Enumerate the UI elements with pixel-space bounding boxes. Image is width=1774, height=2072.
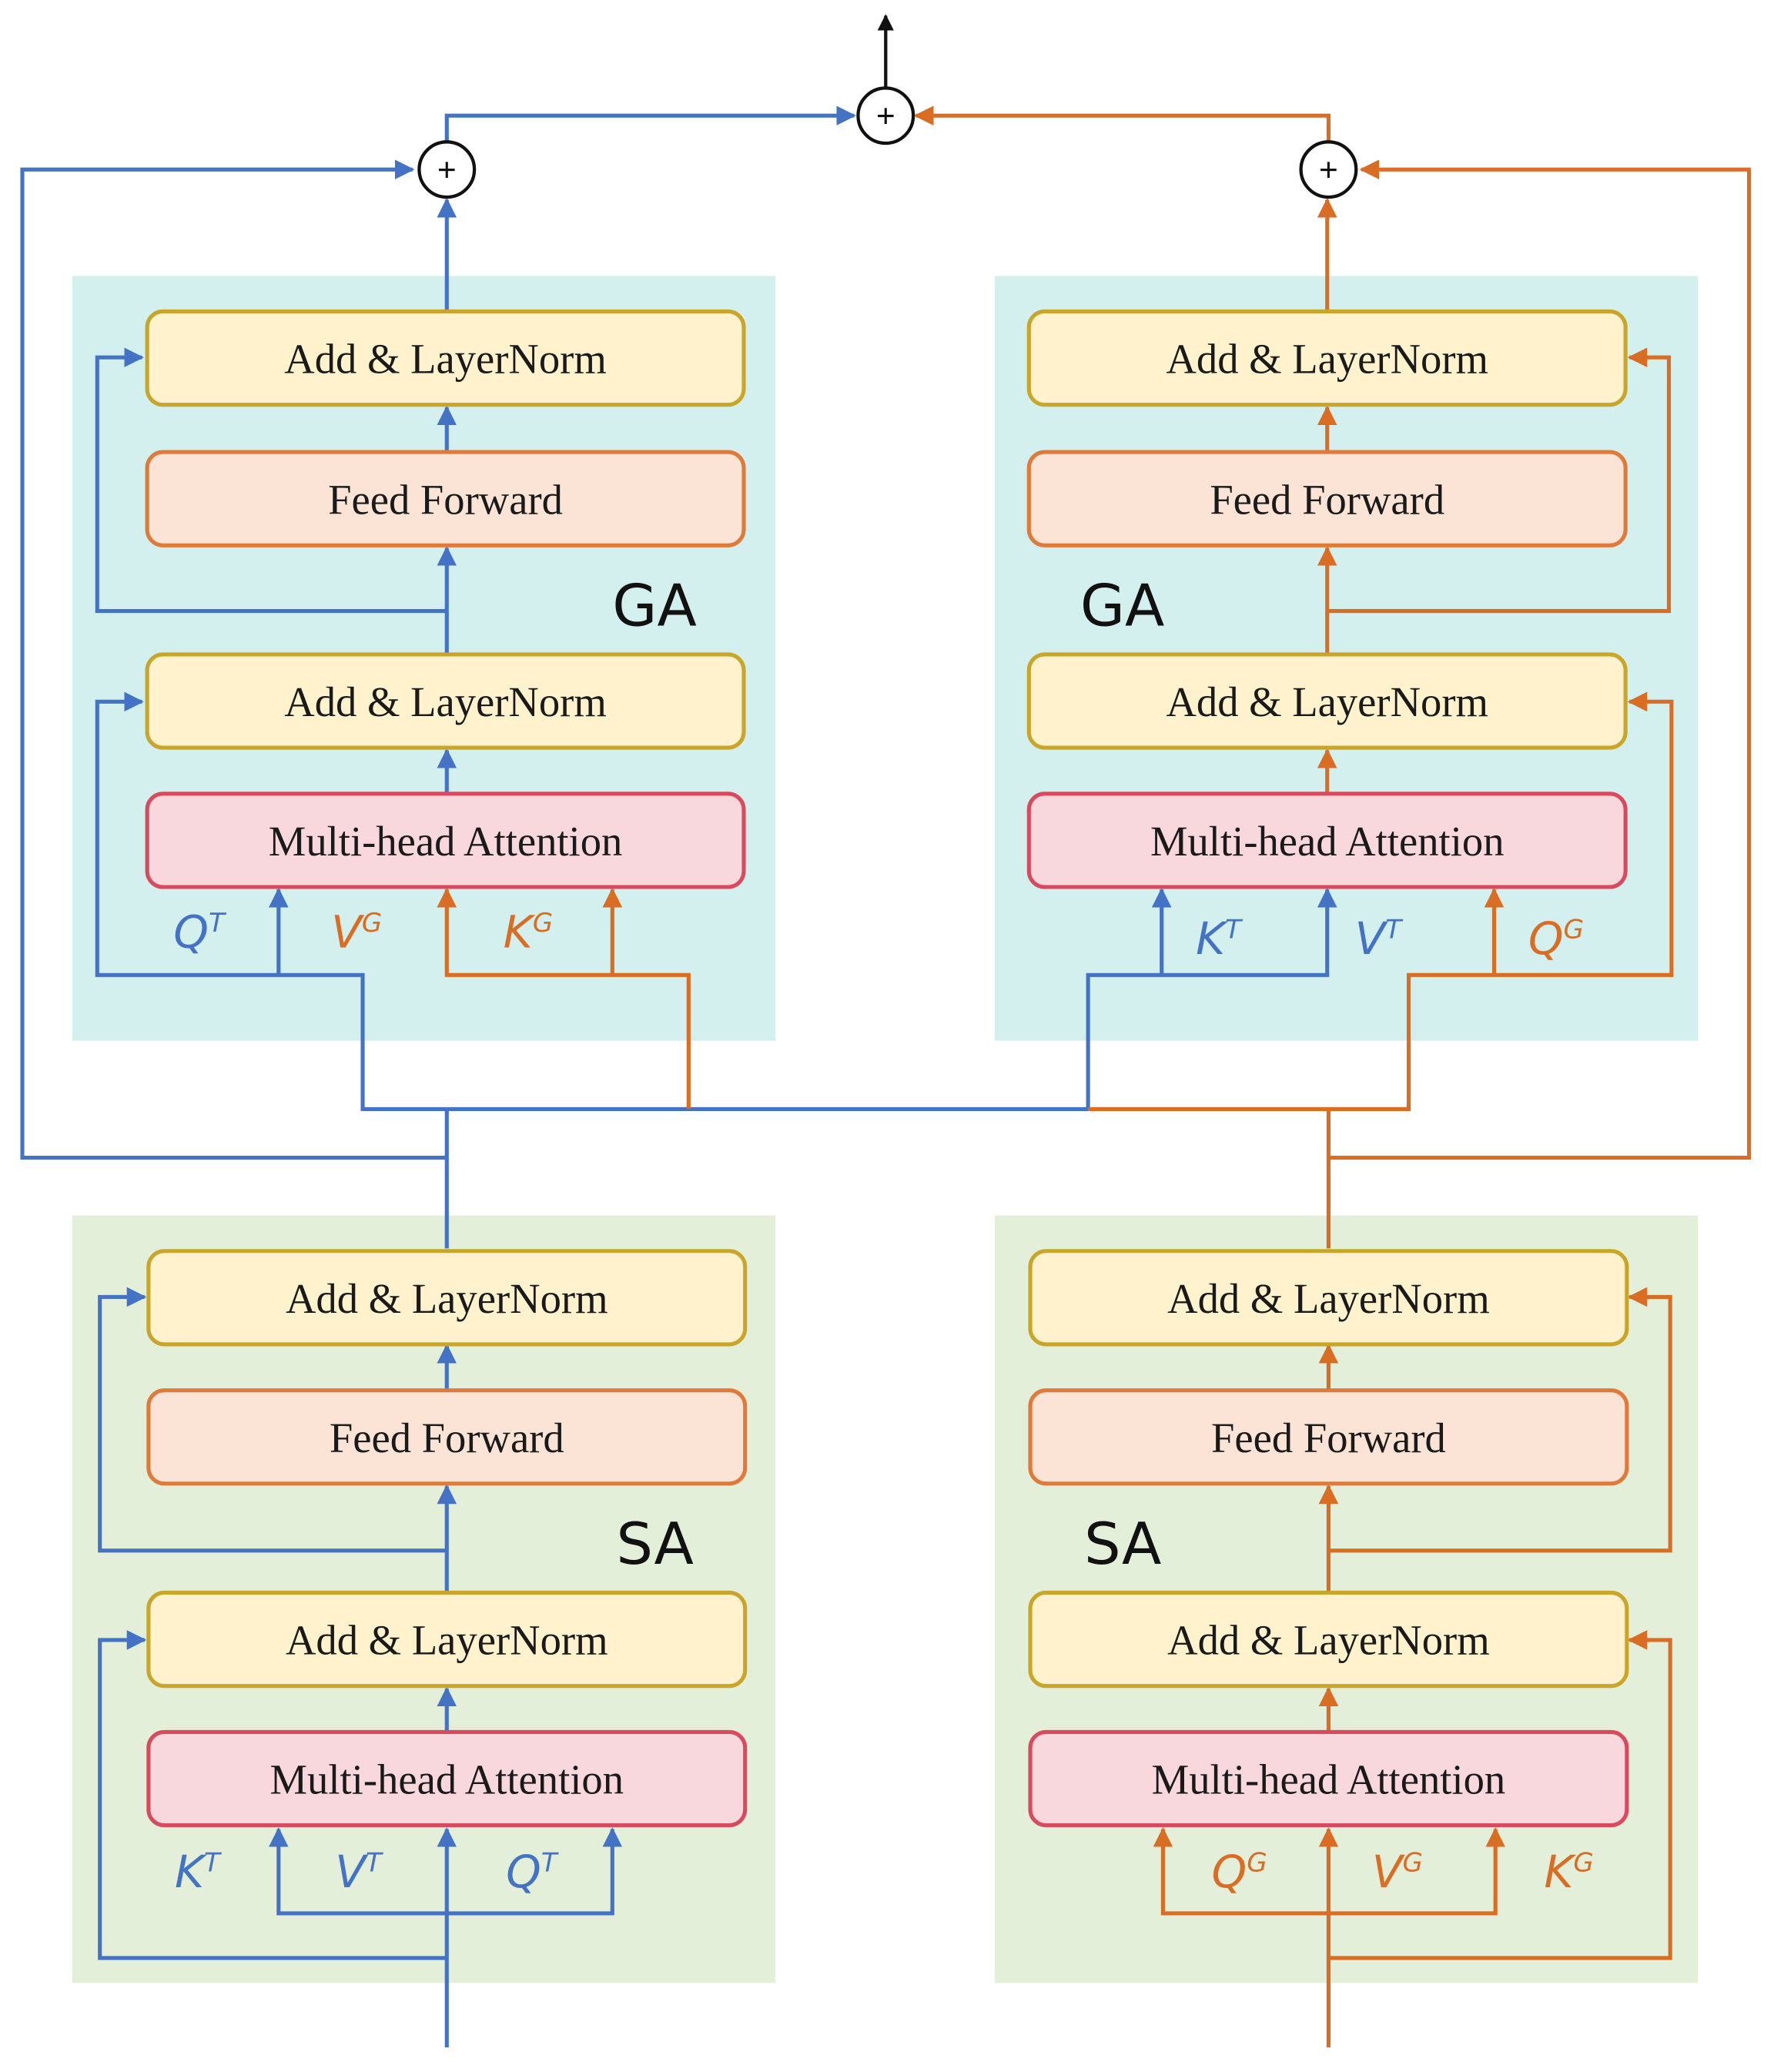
ga-right-feed-forward: Feed Forward [1026, 450, 1628, 547]
sa-right-label: SA [1084, 1510, 1161, 1578]
block-label: Multi-head Attention [1152, 1756, 1506, 1803]
ga-right-add-norm-top: Add & LayerNorm [1026, 309, 1628, 407]
orange-connectors [437, 105, 1752, 2047]
sa-right-add-norm-top: Add & LayerNorm [1028, 1249, 1629, 1347]
ga-left-add-norm-top: Add & LayerNorm [145, 309, 746, 407]
io-label: VT [1355, 912, 1404, 965]
ga-left-multi-head-attention: Multi-head Attention [145, 792, 746, 889]
io-label: QT [506, 1846, 560, 1898]
ga-left-label: GA [612, 571, 697, 639]
ga-right-add-norm-bottom: Add & LayerNorm [1026, 652, 1628, 750]
sum-node-top: + [856, 86, 915, 146]
ga-right-label: GA [1080, 571, 1165, 639]
block-label: Feed Forward [328, 476, 563, 523]
io-label: KT [175, 1846, 223, 1898]
plus-icon: + [437, 151, 457, 189]
io-label: QT [173, 906, 227, 959]
block-label: Feed Forward [1210, 476, 1444, 523]
sa-left-multi-head-attention: Multi-head Attention [146, 1729, 748, 1828]
io-label: KG [1544, 1846, 1594, 1898]
plus-icon: + [1319, 151, 1338, 189]
block-label: Feed Forward [1211, 1414, 1446, 1461]
sa-left-label: SA [616, 1510, 693, 1578]
block-label: Add & LayerNorm [284, 336, 607, 383]
plus-icon: + [876, 97, 895, 136]
io-label: KT [1196, 912, 1243, 965]
block-label: Add & LayerNorm [286, 1275, 608, 1322]
ga-left-add-norm-bottom: Add & LayerNorm [145, 652, 746, 750]
block-label: Add & LayerNorm [284, 678, 607, 725]
sa-right-multi-head-attention: Multi-head Attention [1028, 1729, 1629, 1828]
sa-right-add-norm-bottom: Add & LayerNorm [1028, 1590, 1629, 1689]
ga-left-feed-forward: Feed Forward [145, 450, 746, 547]
io-label: VG [331, 906, 382, 959]
io-label: VT [335, 1846, 384, 1898]
ga-right-multi-head-attention: Multi-head Attention [1026, 792, 1628, 889]
io-label: KG [504, 906, 554, 959]
io-label: QG [1528, 912, 1584, 965]
block-label: Multi-head Attention [269, 818, 623, 865]
block-label: Add & LayerNorm [1167, 1617, 1490, 1664]
sa-right-feed-forward: Feed Forward [1028, 1388, 1629, 1486]
block-label: Multi-head Attention [1150, 818, 1505, 865]
io-label: QG [1212, 1846, 1267, 1898]
block-label: Feed Forward [330, 1414, 564, 1461]
sa-left-feed-forward: Feed Forward [146, 1388, 748, 1486]
block-label: Add & LayerNorm [286, 1617, 608, 1664]
block-label: Add & LayerNorm [1166, 678, 1488, 725]
sa-left-add-norm-bottom: Add & LayerNorm [146, 1590, 748, 1689]
block-label: Multi-head Attention [269, 1756, 624, 1803]
io-label: VG [1372, 1846, 1423, 1898]
block-label: Add & LayerNorm [1167, 1275, 1490, 1322]
sum-node-left: + [417, 140, 477, 199]
sa-left-add-norm-top: Add & LayerNorm [146, 1249, 748, 1347]
block-label: Add & LayerNorm [1166, 336, 1488, 383]
blue-connectors [20, 105, 1337, 2047]
sum-node-right: + [1299, 140, 1358, 199]
